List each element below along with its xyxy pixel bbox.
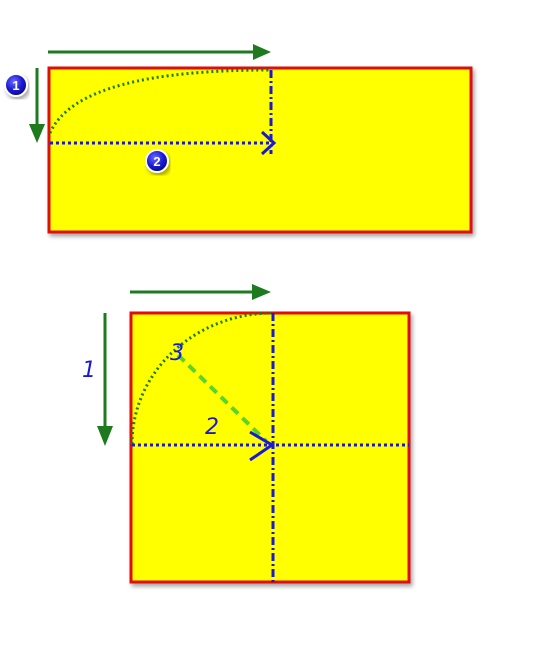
top-fold-arc — [48, 68, 271, 134]
top-panel: 1 2 — [4, 44, 473, 234]
handwritten-label-3: 3 — [170, 341, 184, 366]
step-badge-1-label: 1 — [12, 78, 19, 93]
bottom-horizontal-arrow-icon — [130, 284, 271, 300]
step-badge-1: 1 — [4, 73, 28, 97]
handwritten-label-2: 2 — [205, 415, 219, 440]
handwritten-label-1: 1 — [82, 358, 96, 383]
top-horizontal-arrow-icon — [48, 44, 271, 60]
top-horizontal-fold-line — [50, 130, 277, 156]
bottom-center-chevron-icon — [249, 430, 275, 462]
step-badge-2-label: 2 — [153, 154, 160, 169]
top-paper-rectangle — [47, 66, 473, 234]
top-vertical-arrow-icon — [29, 68, 45, 143]
step-badge-2: 2 — [145, 149, 169, 173]
bottom-vertical-arrow-icon — [97, 313, 113, 446]
bottom-panel: 1 2 3 — [82, 284, 411, 584]
bottom-diagonal-dashed-line — [176, 353, 268, 443]
